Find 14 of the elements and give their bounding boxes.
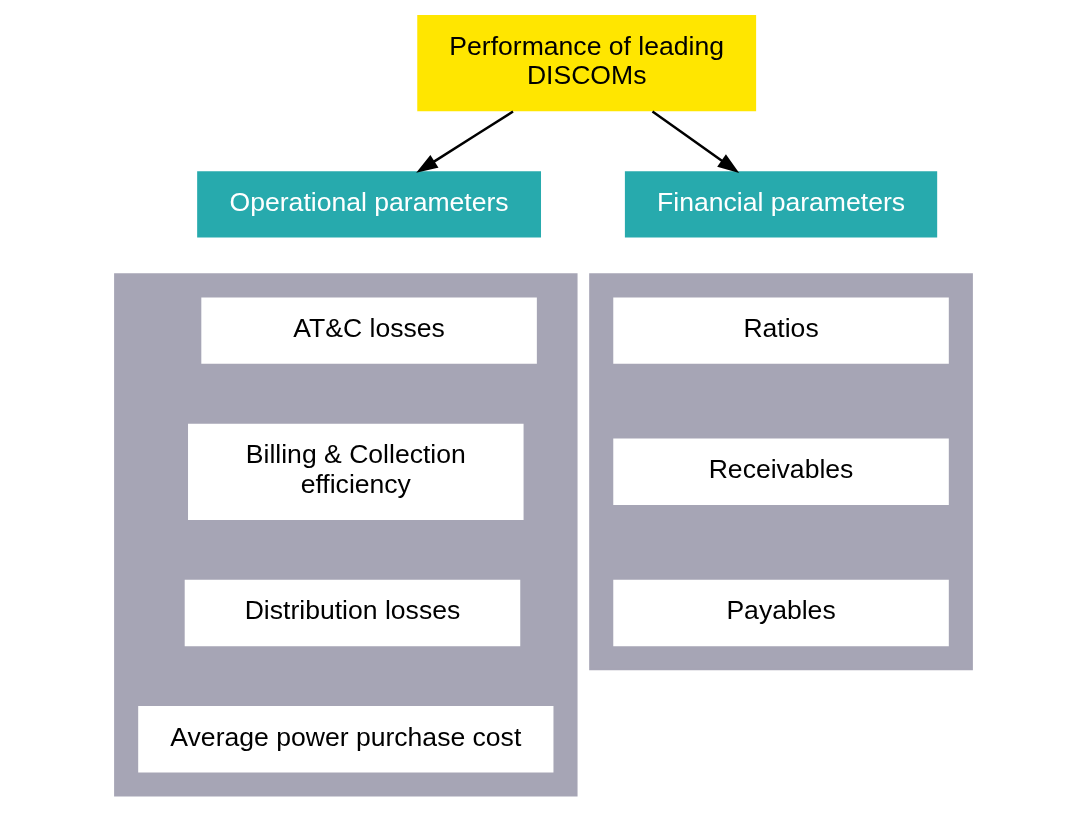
- arrow: [651, 110, 740, 174]
- node-box: Average power purchase cost: [138, 706, 554, 773]
- node-box: Payables: [613, 579, 949, 647]
- cluster: [589, 273, 973, 671]
- node-box: Billing & Collection efficiency: [188, 423, 524, 520]
- node-box: Distribution losses: [184, 579, 521, 647]
- node-box: Operational parameters: [197, 171, 541, 238]
- node-box: Performance of leading DISCOMs: [417, 15, 757, 112]
- cluster: [114, 273, 578, 797]
- arrow: [416, 110, 514, 173]
- node-box: AT&C losses: [201, 297, 537, 364]
- node-box: Receivables: [613, 438, 949, 505]
- node-box: Ratios: [613, 297, 949, 364]
- node-box: Financial parameters: [624, 171, 938, 238]
